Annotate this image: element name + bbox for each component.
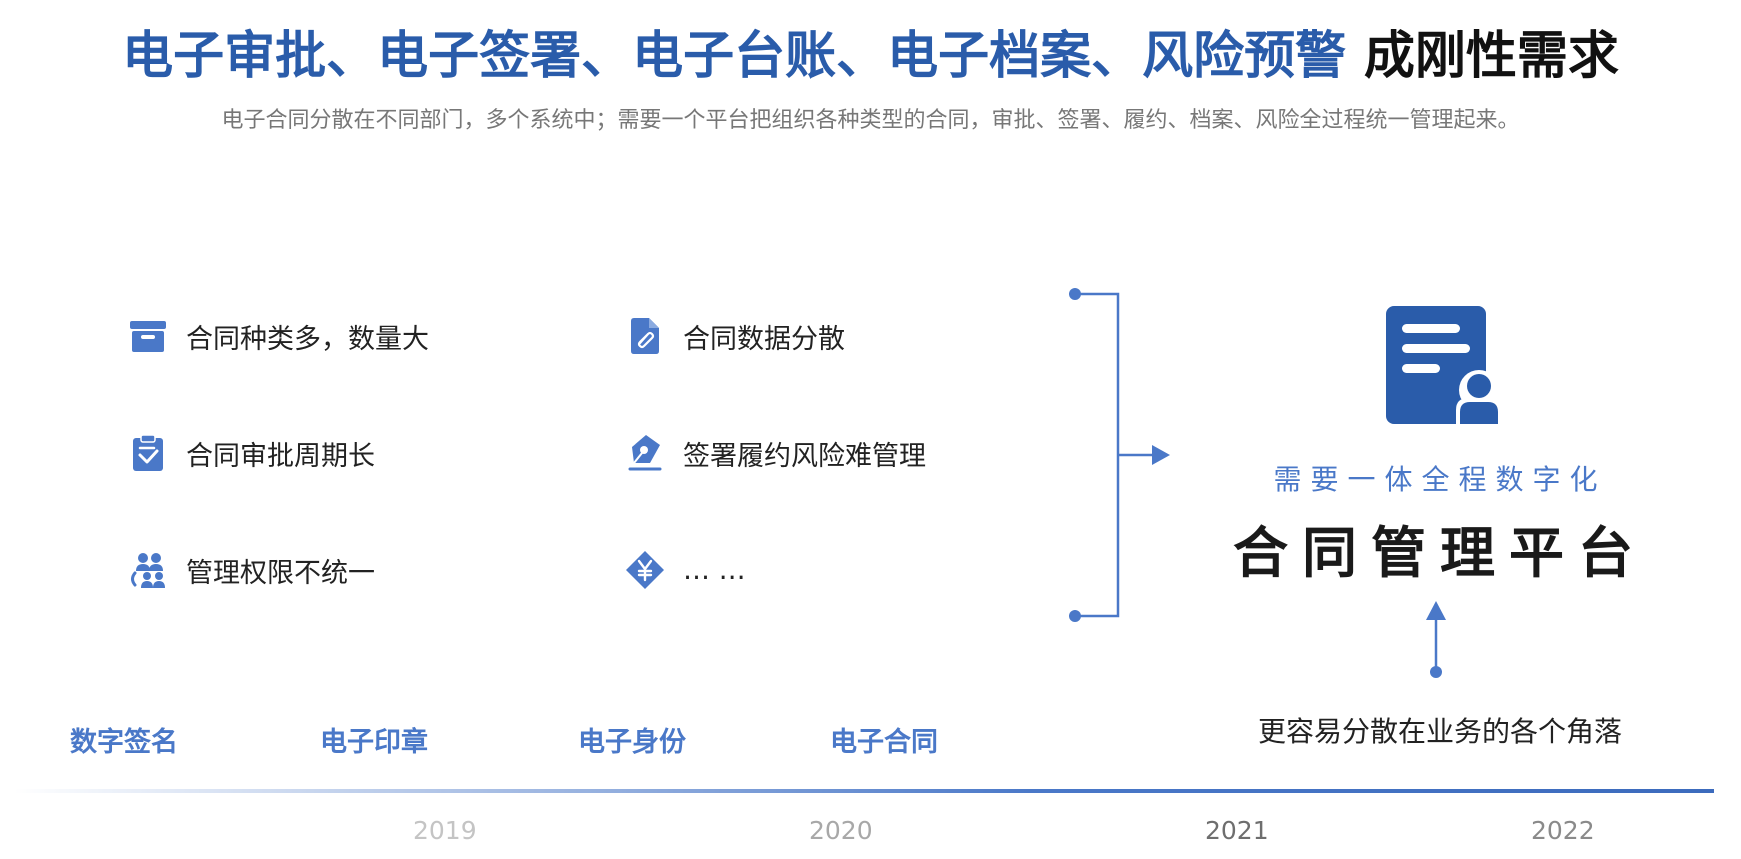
tag-electronic-seal: 电子印章 xyxy=(320,727,428,758)
up-arrow xyxy=(1426,601,1446,678)
document-user-icon xyxy=(1380,302,1508,424)
problem-label: … … xyxy=(683,554,746,586)
problem-label: 合同种类多，数量大 xyxy=(186,323,429,355)
problem-item-approval: 合同审批周期长 xyxy=(128,431,375,475)
tag-electronic-contract: 电子合同 xyxy=(830,727,938,758)
pen-nib-sign-icon xyxy=(625,433,665,473)
problem-label: 管理权限不统一 xyxy=(186,557,375,589)
problem-item-more: … … xyxy=(625,548,746,592)
bracket-arrow xyxy=(1069,288,1170,622)
user-group-icon xyxy=(128,550,168,590)
problem-item-risk: 签署履约风险难管理 xyxy=(625,431,926,475)
clipboard-check-icon xyxy=(128,433,168,473)
page-subtitle: 电子合同分散在不同部门，多个系统中；需要一个平台把组织各种类型的合同，审批、签署… xyxy=(221,108,1520,133)
tag-digital-signature: 数字签名 xyxy=(70,727,178,758)
title-suffix: 成刚性需求 xyxy=(1363,27,1619,86)
year-2021: 2021 xyxy=(1205,816,1269,845)
archive-box-icon xyxy=(128,316,168,356)
platform-subtitle: 需要一体全程数字化 xyxy=(1273,463,1607,496)
year-2020: 2020 xyxy=(809,816,873,845)
problem-item-variety: 合同种类多，数量大 xyxy=(128,314,429,358)
title-highlight: 电子审批、电子签署、电子台账、电子档案、风险预警 xyxy=(122,27,1347,86)
page-title: 电子审批、电子签署、电子台账、电子档案、风险预警 成刚性需求 xyxy=(0,26,1741,88)
year-2019: 2019 xyxy=(413,816,477,845)
problem-label: 签署履约风险难管理 xyxy=(683,440,926,472)
platform-note: 更容易分散在业务的各个角落 xyxy=(1257,715,1622,748)
problem-item-scattered: 合同数据分散 xyxy=(625,314,845,358)
tag-electronic-identity: 电子身份 xyxy=(578,727,686,758)
problem-item-permission: 管理权限不统一 xyxy=(128,548,375,592)
timeline-bar xyxy=(14,789,1714,793)
yuan-diamond-icon xyxy=(625,550,665,590)
problem-label: 合同数据分散 xyxy=(683,323,845,355)
year-2022: 2022 xyxy=(1531,816,1595,845)
file-attachment-icon xyxy=(625,316,665,356)
problem-label: 合同审批周期长 xyxy=(186,440,375,472)
platform-title: 合同管理平台 xyxy=(1232,521,1647,585)
